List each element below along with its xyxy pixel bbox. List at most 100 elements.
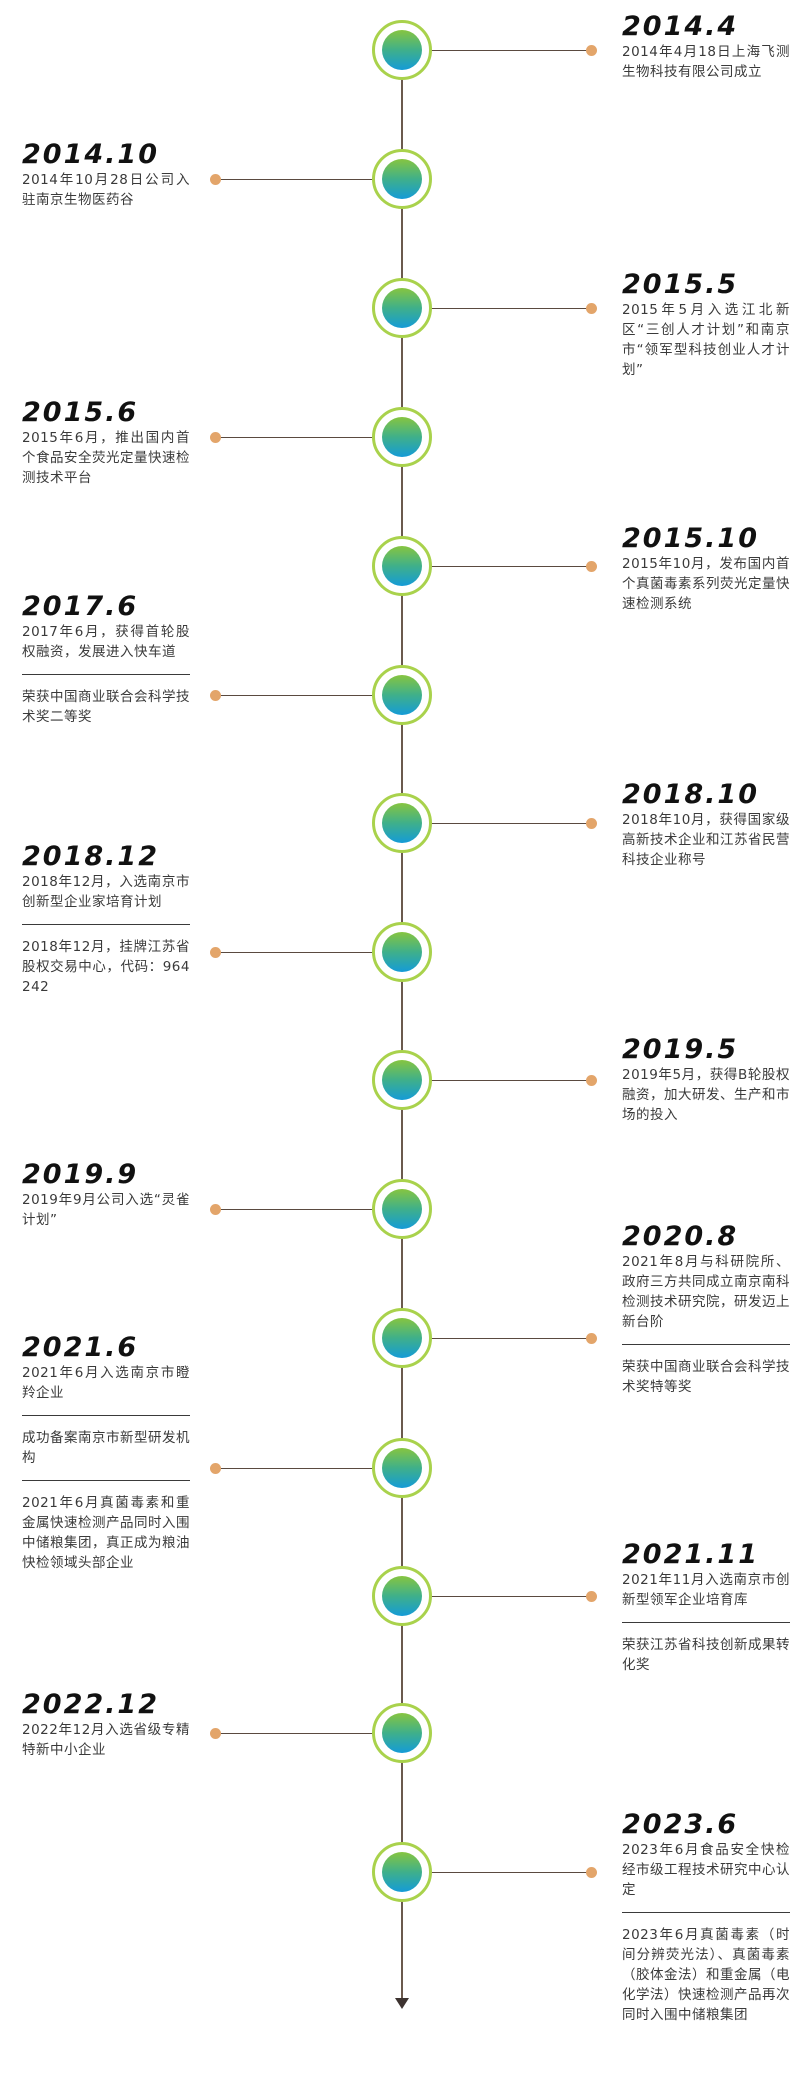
milestone-divider <box>622 1912 790 1913</box>
timeline-dot-icon <box>586 1591 597 1602</box>
timeline-connector <box>430 1338 590 1339</box>
milestone-divider <box>22 1415 190 1416</box>
timeline-dot-icon <box>586 45 597 56</box>
timeline-connector <box>430 823 590 824</box>
timeline-node <box>372 1566 432 1626</box>
timeline-node-icon <box>382 1448 422 1488</box>
milestone-description: 2014年4月18日上海飞测生物科技有限公司成立 <box>622 44 790 80</box>
milestone-description: 2018年10月，获得国家级高新技术企业和江苏省民营科技企业称号 <box>622 812 790 868</box>
timeline-dot-icon <box>210 947 221 958</box>
timeline-connector <box>216 437 374 438</box>
timeline-node-icon <box>382 546 422 586</box>
timeline-node <box>372 20 432 80</box>
timeline-node-icon <box>382 288 422 328</box>
axis-arrow-icon <box>395 1998 409 2009</box>
timeline-dot-icon <box>210 690 221 701</box>
milestone-description: 荣获中国商业联合会科学技术奖二等奖 <box>22 689 190 725</box>
timeline-node <box>372 1050 432 1110</box>
milestone-description: 2021年6月真菌毒素和重金属快速检测产品同时入围中储粮集团，真正成为粮油快检领… <box>22 1495 190 1571</box>
milestone-year: 2015.6 <box>22 397 139 428</box>
milestone-divider <box>622 1344 790 1345</box>
timeline-node <box>372 1438 432 1498</box>
timeline-node-icon <box>382 159 422 199</box>
milestone-description: 2018年12月，挂牌江苏省股权交易中心，代码：964242 <box>22 939 190 995</box>
timeline-connector <box>216 952 374 953</box>
timeline-node-icon <box>382 1852 422 1892</box>
milestone-description: 成功备案南京市新型研发机构 <box>22 1430 190 1466</box>
timeline-node <box>372 149 432 209</box>
milestone-description: 2014年10月28日公司入驻南京生物医药谷 <box>22 172 190 208</box>
timeline-connector <box>216 1733 374 1734</box>
milestone-description: 2021年6月入选南京市瞪羚企业 <box>22 1365 190 1401</box>
milestone-description: 2018年12月，入选南京市创新型企业家培育计划 <box>22 874 190 910</box>
milestone-year: 2015.10 <box>622 523 759 554</box>
milestone-description: 2015年5月入选江北新区“三创人才计划”和南京市“领军型科技创业人才计划” <box>622 302 790 378</box>
timeline-node-icon <box>382 675 422 715</box>
milestone-year: 2022.12 <box>22 1689 159 1720</box>
timeline-connector <box>430 1596 590 1597</box>
timeline-axis <box>401 40 403 2000</box>
timeline-dot-icon <box>586 1333 597 1344</box>
timeline-dot-icon <box>586 303 597 314</box>
milestone-year: 2018.12 <box>22 841 159 872</box>
timeline-node <box>372 407 432 467</box>
timeline-dot-icon <box>586 1867 597 1878</box>
timeline-node <box>372 278 432 338</box>
timeline-dot-icon <box>210 1463 221 1474</box>
timeline-node <box>372 1308 432 1368</box>
timeline-connector <box>430 566 590 567</box>
milestone-description: 2021年11月入选南京市创新型领军企业培育库 <box>622 1572 790 1608</box>
milestone-description: 荣获江苏省科技创新成果转化奖 <box>622 1637 790 1673</box>
timeline-node-icon <box>382 1060 422 1100</box>
milestone-year: 2023.6 <box>622 1809 739 1840</box>
timeline-node-icon <box>382 803 422 843</box>
milestone-year: 2018.10 <box>622 779 759 810</box>
milestone-description: 2015年6月，推出国内首个食品安全荧光定量快速检测技术平台 <box>22 430 190 486</box>
timeline-node-icon <box>382 932 422 972</box>
milestone-year: 2019.5 <box>622 1034 739 1065</box>
milestone-description: 2022年12月入选省级专精特新中小企业 <box>22 1722 190 1758</box>
timeline-node <box>372 1179 432 1239</box>
milestone-divider <box>22 1480 190 1481</box>
timeline-node-icon <box>382 1318 422 1358</box>
timeline-dot-icon <box>210 1204 221 1215</box>
timeline-node <box>372 665 432 725</box>
milestone-year: 2021.6 <box>22 1332 139 1363</box>
milestone-description: 2021年8月与科研院所、政府三方共同成立南京南科检测技术研究院，研发迈上新台阶 <box>622 1254 790 1330</box>
milestone-year: 2014.10 <box>22 139 159 170</box>
milestone-divider <box>22 924 190 925</box>
timeline-dot-icon <box>586 561 597 572</box>
timeline-node <box>372 1842 432 1902</box>
milestone-description: 2017年6月，获得首轮股权融资，发展进入快车道 <box>22 624 190 660</box>
timeline-node-icon <box>382 417 422 457</box>
timeline-dot-icon <box>210 174 221 185</box>
milestone-year: 2017.6 <box>22 591 139 622</box>
timeline-node-icon <box>382 1713 422 1753</box>
timeline-node <box>372 536 432 596</box>
milestone-year: 2015.5 <box>622 269 739 300</box>
timeline-node <box>372 1703 432 1763</box>
milestone-year: 2020.8 <box>622 1221 739 1252</box>
timeline-node <box>372 793 432 853</box>
timeline-connector <box>430 50 590 51</box>
timeline-dot-icon <box>210 1728 221 1739</box>
timeline-dot-icon <box>210 432 221 443</box>
milestone-description: 2015年10月，发布国内首个真菌毒素系列荧光定量快速检测系统 <box>622 556 790 612</box>
timeline-dot-icon <box>586 1075 597 1086</box>
timeline-node <box>372 922 432 982</box>
